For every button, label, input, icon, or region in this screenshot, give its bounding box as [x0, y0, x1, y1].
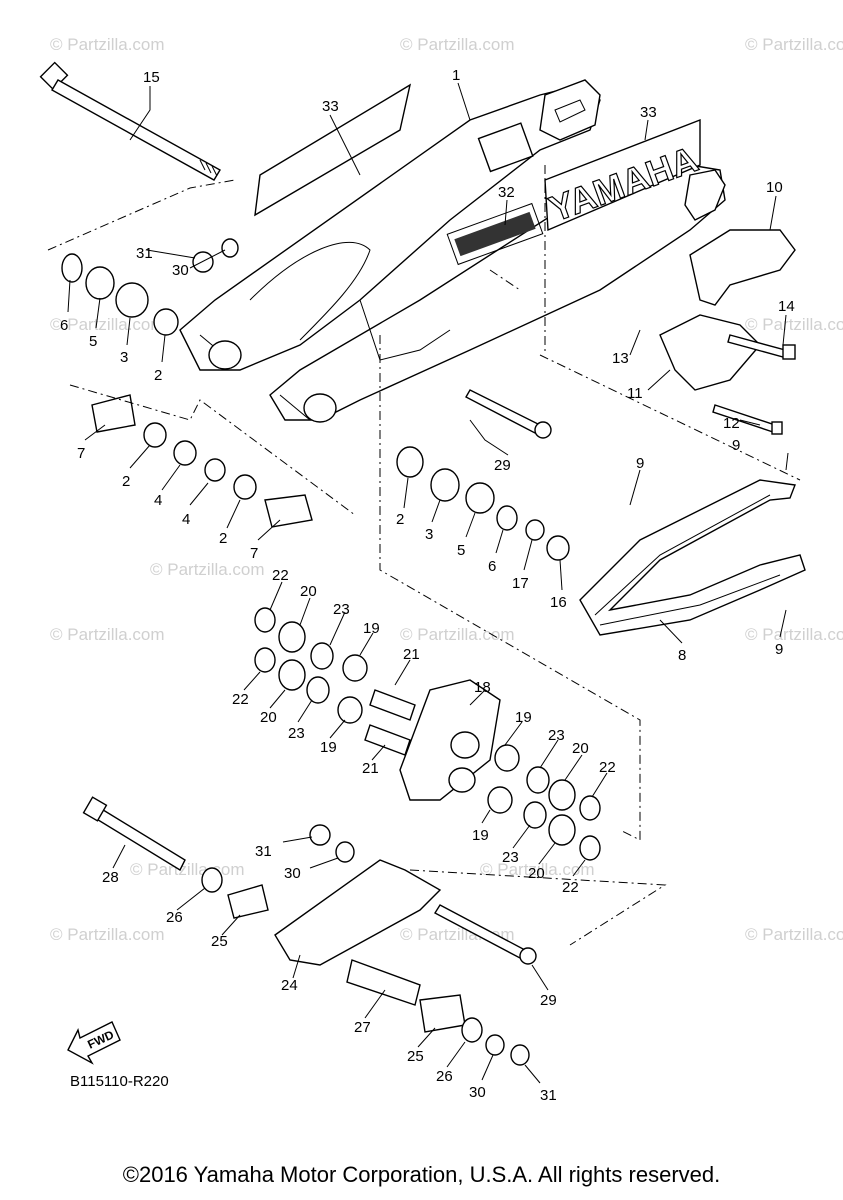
watermark: © Partzilla.com [50, 35, 165, 54]
callout-22: 22 [232, 691, 249, 708]
callout-6: 6 [60, 317, 68, 334]
callout-17: 17 [512, 575, 529, 592]
callout-32: 32 [498, 184, 515, 201]
reference-code: B115110-R220 [70, 1073, 169, 1090]
chain-guide [579, 479, 806, 636]
callout-29: 29 [494, 457, 511, 474]
callout-23: 23 [333, 601, 350, 618]
callout-23: 23 [548, 727, 565, 744]
decal-left [254, 83, 412, 217]
callout-14: 14 [778, 298, 795, 315]
callout-31: 31 [255, 843, 272, 860]
chain-puller [659, 229, 796, 391]
callout-27: 27 [354, 1019, 371, 1036]
callout-25: 25 [211, 933, 228, 950]
callout-12: 12 [723, 415, 740, 432]
callout-22: 22 [272, 567, 289, 584]
callout-31: 31 [540, 1087, 557, 1104]
callout-30: 30 [284, 865, 301, 882]
callout-7: 7 [250, 545, 258, 562]
exploded-view-drawing: © Partzilla.com © Partzilla.com © Partzi… [39, 35, 843, 1104]
callout-33-right: 33 [640, 104, 657, 121]
callout-15: 15 [143, 69, 160, 86]
watermark: © Partzilla.com [130, 860, 245, 879]
callout-20: 20 [572, 740, 589, 757]
callout-22: 22 [562, 879, 579, 896]
callout-labels: 15 1 33 33 32 10 14 13 11 12 31 30 6 5 3… [60, 67, 795, 1104]
watermark: © Partzilla.com [50, 625, 165, 644]
callout-19: 19 [320, 739, 337, 756]
callout-30: 30 [469, 1084, 486, 1101]
callout-13: 13 [612, 350, 629, 367]
callout-30: 30 [172, 262, 189, 279]
right-pivot-parts [396, 446, 570, 561]
callout-16: 16 [550, 594, 567, 611]
callout-2: 2 [154, 367, 162, 384]
reference-lines [47, 165, 801, 946]
callout-20: 20 [260, 709, 277, 726]
callout-11: 11 [627, 385, 643, 402]
callout-28: 28 [102, 869, 119, 886]
callout-25: 25 [407, 1048, 424, 1065]
callout-18: 18 [474, 679, 491, 696]
callout-10: 10 [766, 179, 783, 196]
watermark: © Partzilla.com [400, 35, 515, 54]
watermark: © Partzilla.com [400, 625, 515, 644]
callout-9: 9 [732, 437, 740, 454]
callout-4: 4 [182, 511, 190, 528]
callout-3: 3 [425, 526, 433, 543]
callout-19: 19 [515, 709, 532, 726]
swingarm [179, 79, 726, 423]
watermark: © Partzilla.com [150, 560, 265, 579]
callout-22: 22 [599, 759, 616, 776]
callout-2: 2 [219, 530, 227, 547]
watermark: © Partzilla.com [745, 925, 843, 944]
callout-20: 20 [300, 583, 317, 600]
leader-lines [67, 82, 789, 1084]
callout-31: 31 [136, 245, 153, 262]
watermark: © Partzilla.com [50, 315, 165, 334]
callout-21: 21 [403, 646, 420, 663]
callout-23: 23 [288, 725, 305, 742]
callout-19: 19 [472, 827, 489, 844]
callout-26: 26 [166, 909, 183, 926]
callout-9: 9 [775, 641, 783, 658]
callout-24: 24 [281, 977, 298, 994]
watermark: © Partzilla.com [745, 315, 843, 334]
callout-33-left: 33 [322, 98, 339, 115]
copyright-notice: ©2016 Yamaha Motor Corporation, U.S.A. A… [122, 1162, 721, 1187]
callout-8: 8 [678, 647, 686, 664]
watermark: © Partzilla.com [745, 35, 843, 54]
callout-5: 5 [457, 542, 465, 559]
callout-1: 1 [452, 67, 460, 84]
callout-3: 3 [120, 349, 128, 366]
relay-arm-parts [254, 607, 601, 861]
watermark: © Partzilla.com [480, 860, 595, 879]
callout-6: 6 [488, 558, 496, 575]
callout-9: 9 [636, 455, 644, 472]
left-pivot-parts [61, 238, 313, 528]
callout-21: 21 [362, 760, 379, 777]
callout-2: 2 [396, 511, 404, 528]
connecting-rod-parts [82, 796, 537, 1066]
callout-19: 19 [363, 620, 380, 637]
fwd-arrow-icon: FWD [67, 1021, 121, 1065]
watermark: © Partzilla.com [50, 925, 165, 944]
callout-23: 23 [502, 849, 519, 866]
pivot-axle [39, 61, 221, 181]
callout-26: 26 [436, 1068, 453, 1085]
callout-5: 5 [89, 333, 97, 350]
callout-2: 2 [122, 473, 130, 490]
callout-4: 4 [154, 492, 162, 509]
watermark: © Partzilla.com [745, 625, 843, 644]
callout-20: 20 [528, 865, 545, 882]
callout-7: 7 [77, 445, 85, 462]
callout-29: 29 [540, 992, 557, 1009]
